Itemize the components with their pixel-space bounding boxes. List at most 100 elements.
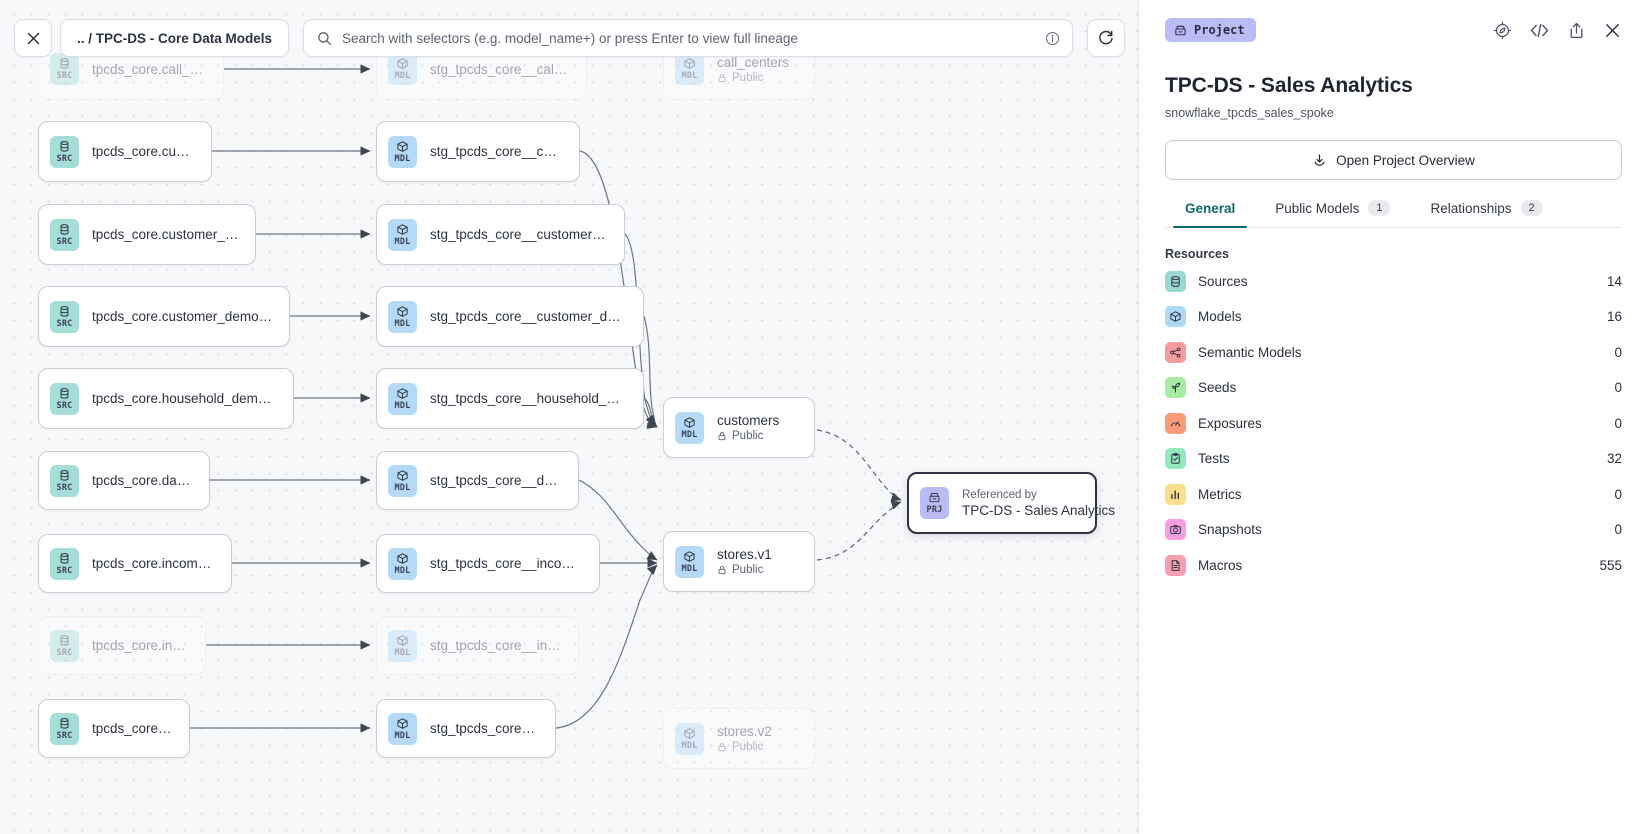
- tab-general[interactable]: General: [1165, 201, 1255, 228]
- search-bar[interactable]: [303, 19, 1073, 57]
- resource-count: 16: [1606, 309, 1622, 325]
- graph-node[interactable]: SRC tpcds_core.customer_address: [38, 204, 256, 265]
- breadcrumb[interactable]: .. / TPC-DS - Core Data Models: [60, 19, 290, 57]
- resource-count: 32: [1606, 451, 1622, 467]
- graph-node-text: stg_tpcds_core__inventory: [430, 638, 562, 653]
- graph-node-label: tpcds_core.customer_demographics: [92, 309, 273, 324]
- graph-node[interactable]: SRC tpcds_core.store: [38, 699, 190, 758]
- graph-node-visibility: Public: [717, 72, 789, 84]
- src-badge-icon: SRC: [50, 218, 79, 251]
- download-icon: [1314, 153, 1325, 166]
- graph-node[interactable]: MDL stg_tpcds_core__customer: [376, 121, 580, 182]
- resource-row-snapshots[interactable]: Snapshots 0: [1165, 515, 1622, 546]
- close-lineage-button[interactable]: [14, 19, 52, 57]
- graph-node-text: stg_tpcds_core__income_band: [430, 556, 583, 571]
- graph-node-label: stores.v1: [717, 547, 772, 562]
- mdl-badge-icon: MDL: [675, 53, 704, 85]
- src-badge-icon: SRC: [50, 464, 79, 497]
- info-icon[interactable]: [1045, 31, 1060, 46]
- refresh-button[interactable]: [1087, 19, 1125, 57]
- resource-count: 0: [1614, 415, 1622, 431]
- graph-node-label: stg_tpcds_core__inventory: [430, 638, 562, 653]
- camera-icon: [1165, 519, 1186, 541]
- mdl-badge-icon: MDL: [675, 722, 704, 755]
- open-project-overview-button[interactable]: Open Project Overview: [1165, 140, 1622, 180]
- graph-node[interactable]: MDL stg_tpcds_core__inventory: [376, 616, 579, 675]
- share-icon[interactable]: [1567, 21, 1586, 40]
- src-badge-icon: SRC: [50, 712, 79, 745]
- graph-node-text: stg_tpcds_core__date_dim: [430, 473, 562, 488]
- close-panel-icon[interactable]: [1603, 21, 1622, 40]
- graph-node-text: stg_tpcds_core__customer_address: [430, 227, 608, 242]
- graph-node-label: tpcds_core.date_dim: [92, 473, 193, 488]
- graph-node[interactable]: MDL stg_tpcds_core__customer_address: [376, 204, 625, 265]
- graph-node-text: tpcds_core.inventory: [92, 638, 189, 653]
- prj-badge-icon: PRJ: [920, 487, 949, 519]
- graph-node-label: tpcds_core.income_band: [92, 556, 215, 571]
- resource-name: Macros: [1198, 557, 1243, 573]
- graph-node[interactable]: SRC tpcds_core.inventory: [38, 616, 206, 675]
- graph-node-text: tpcds_core.customer_address: [92, 227, 239, 242]
- graph-node-kicker: Referenced by: [962, 488, 1037, 501]
- graph-node[interactable]: SRC tpcds_core.household_demographics: [38, 368, 294, 429]
- mdl-badge-icon: MDL: [388, 629, 417, 662]
- resource-count: 0: [1614, 522, 1622, 538]
- resource-count: 0: [1614, 486, 1622, 502]
- mdl-badge-icon: MDL: [388, 382, 417, 415]
- tab-count-badge: 1: [1368, 200, 1391, 216]
- lock-icon: [718, 566, 726, 575]
- mdl-badge-icon: MDL: [388, 218, 417, 251]
- graph-node-label: stg_tpcds_core__customer_demogra…: [430, 309, 627, 324]
- graph-node-label: stg_tpcds_core__call_center: [430, 61, 570, 77]
- search-input[interactable]: [342, 30, 1035, 46]
- graph-node[interactable]: MDL stg_tpcds_core__household_demogr…: [376, 368, 644, 429]
- src-badge-icon: SRC: [50, 629, 79, 662]
- compass-icon[interactable]: [1493, 21, 1512, 40]
- graph-node-text: tpcds_core.date_dim: [92, 473, 193, 488]
- lineage-canvas[interactable]: SRCtpcds_core.call_centerMDLstg_tpcds_co…: [0, 0, 1139, 834]
- open-project-overview-label: Open Project Overview: [1336, 152, 1475, 168]
- graph-node-text: tpcds_core.store: [92, 721, 173, 736]
- code-icon[interactable]: [1529, 22, 1550, 39]
- graph-node[interactable]: MDL stg_tpcds_core__customer_demogra…: [376, 286, 644, 347]
- graph-node-label: tpcds_core.customer: [92, 144, 195, 159]
- resource-name: Snapshots: [1198, 522, 1262, 538]
- panel-header: Project: [1165, 0, 1622, 56]
- graph-icon: [1165, 341, 1186, 363]
- mdl-badge-icon: MDL: [388, 300, 417, 333]
- src-badge-icon: SRC: [50, 382, 79, 415]
- graph-node-label: stg_tpcds_core__customer: [430, 144, 563, 159]
- resources-heading: Resources: [1165, 247, 1229, 261]
- mdl-badge-icon: MDL: [388, 135, 417, 168]
- graph-node-text: tpcds_core.household_demographics: [92, 391, 277, 406]
- graph-node-visibility-label: Public: [732, 430, 764, 442]
- project-chip[interactable]: Project: [1165, 18, 1256, 42]
- src-badge-icon: SRC: [50, 53, 79, 85]
- project-icon: [1175, 25, 1186, 35]
- graph-node-text: stg_tpcds_core__household_demogr…: [430, 391, 627, 406]
- project-chip-label: Project: [1194, 23, 1245, 37]
- graph-node[interactable]: SRC tpcds_core.date_dim: [38, 451, 210, 510]
